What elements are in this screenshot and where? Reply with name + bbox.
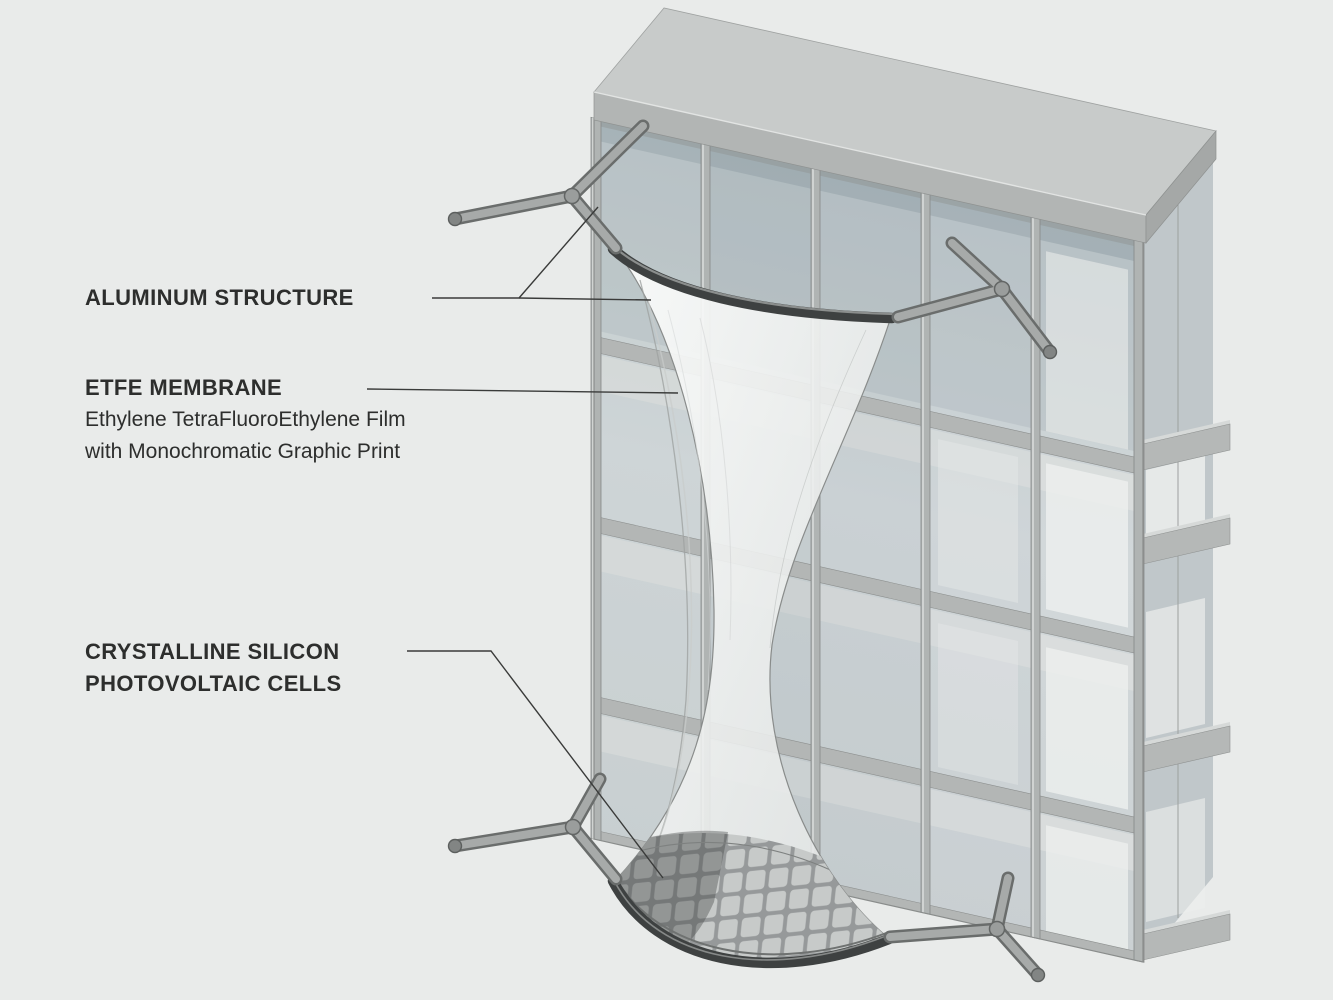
aluminum-structure-arms	[447, 119, 1058, 983]
arm-top-left	[447, 119, 650, 255]
arm-bottom-right	[883, 871, 1046, 983]
leader-etfe-membrane	[366, 388, 679, 394]
aluminum-structure-title: ALUMINUM STRUCTURE	[85, 285, 354, 310]
label-aluminum-structure: ALUMINUM STRUCTURE	[85, 282, 354, 314]
leader-lines	[366, 206, 679, 879]
etfe-membrane-subtitle-2: with Monochromatic Graphic Print	[85, 440, 401, 463]
leader-aluminum-structure-b	[518, 297, 652, 301]
floor-slabs	[1142, 420, 1231, 961]
photovoltaic-cells-title-2: PHOTOVOLTAIC CELLS	[85, 671, 342, 696]
etfe-membrane-subtitle-1: Ethylene TetraFluoroEthylene Film	[85, 408, 406, 431]
aluminum-structure-beams	[607, 243, 898, 968]
label-photovoltaic-cells: CRYSTALLINE SILICON PHOTOVOLTAIC CELLS	[85, 636, 342, 700]
photovoltaic-cells-title-1: CRYSTALLINE SILICON	[85, 639, 340, 664]
arm-bottom-left	[447, 772, 623, 886]
roof-slab	[593, 7, 1217, 244]
label-etfe-membrane: ETFE MEMBRANE Ethylene TetraFluoroEthyle…	[85, 372, 406, 468]
arm-top-right	[891, 236, 1058, 360]
etfe-membrane-title: ETFE MEMBRANE	[85, 375, 283, 400]
leader-photovoltaic-cells	[407, 650, 664, 879]
